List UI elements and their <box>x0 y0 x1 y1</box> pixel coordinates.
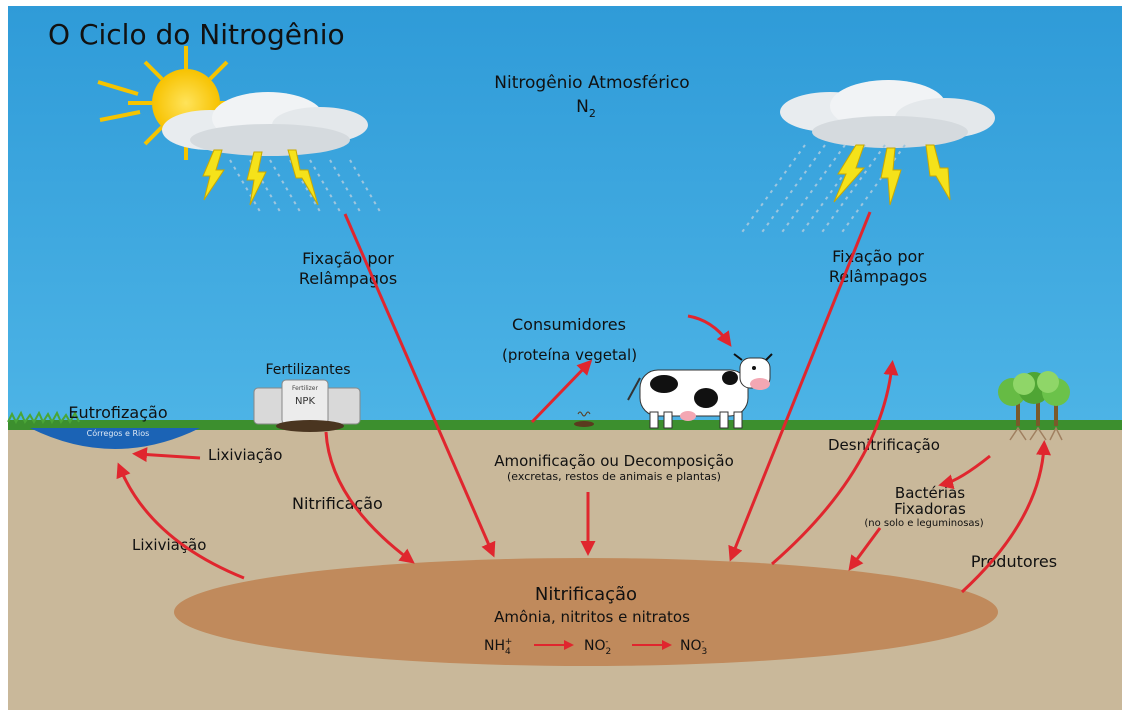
sky-background <box>8 6 1122 430</box>
lightning-left-icon <box>202 149 319 206</box>
denitrification-label: Desnitrificação <box>828 436 940 454</box>
formula-no2: NO2- <box>584 637 611 657</box>
atmosphere-label: Nitrogênio Atmosférico <box>494 73 689 93</box>
arrow-bacteria-pool <box>848 527 882 571</box>
atmosphere-formula: N2 <box>576 97 596 120</box>
grass-strip <box>8 420 1122 430</box>
lightning-left-label-1: Fixação por <box>302 249 394 268</box>
arrow-denitrification <box>771 360 899 566</box>
cloud-right-icon <box>780 80 995 148</box>
consumers-label: Consumidores <box>512 315 626 334</box>
leaching-label-1: Lixiviação <box>208 446 282 464</box>
bacteria-sub: (no solo e leguminosas) <box>864 518 983 529</box>
grass-blades <box>7 410 80 425</box>
cycle-arrows <box>116 211 1051 594</box>
formula-no3: NO3- <box>680 637 707 657</box>
arrow-lightning-right <box>728 211 872 562</box>
cow-icon <box>627 353 773 429</box>
manure-icon <box>574 411 594 427</box>
lightning-right-icon <box>833 144 951 206</box>
consumers-sub: (proteína vegetal) <box>502 346 637 364</box>
arrow-leaching-2 <box>116 462 245 580</box>
ammonification-label: Amonificação ou Decomposição <box>494 452 734 470</box>
arrow-to-cow <box>687 314 732 347</box>
lightning-left-label-2: Relâmpagos <box>299 269 397 288</box>
arrow-producers <box>960 440 1051 594</box>
cloud-left-icon <box>162 92 368 156</box>
fertilizer-bag-label: NPK <box>295 396 316 407</box>
lightning-right-label-1: Fixação por <box>832 247 924 266</box>
fertilizer-bag-top: Fertilizer <box>292 385 318 392</box>
eutrophication-sub: Córregos e Rios <box>87 428 150 438</box>
page-title: O Ciclo do Nitrogênio <box>48 18 345 51</box>
fertilizer-bags-icon <box>253 379 361 432</box>
arrow-plant-to-consumers <box>530 359 593 424</box>
soil-pool <box>174 558 998 666</box>
lightning-right-label-2: Relâmpagos <box>829 267 927 286</box>
pool-title: Nitrificação <box>535 584 637 605</box>
nitrification-arrow-label: Nitrificação <box>292 494 383 513</box>
water-body <box>30 428 200 449</box>
eutrophication-label: Eutrofização <box>68 403 167 422</box>
pool-sub: Amônia, nitritos e nitratos <box>494 608 690 626</box>
producers-label: Produtores <box>971 552 1057 571</box>
arrow-bacteria <box>938 454 991 490</box>
trees-icon <box>998 371 1070 441</box>
ammonification-sub: (excretas, restos de animais e plantas) <box>507 470 721 483</box>
fertilizer-label: Fertilizantes <box>265 362 350 378</box>
arrow-nitrification-fertilizer <box>324 431 415 564</box>
arrow-lightning-left <box>343 213 496 558</box>
arrow-leaching-1 <box>132 447 201 463</box>
formula-nh4: NH4+ <box>484 637 512 657</box>
leaching-label-2: Lixiviação <box>132 536 206 554</box>
bacteria-label-2: Fixadoras <box>894 500 966 518</box>
